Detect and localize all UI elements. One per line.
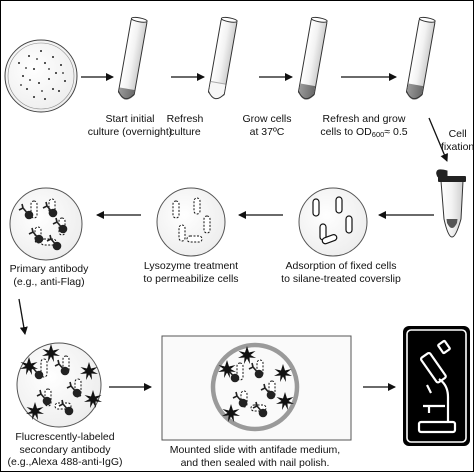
adsorption-dish-icon (298, 187, 368, 257)
label-primary-antibody: Primary antibody (e.g., anti-Flag) (9, 263, 89, 288)
arrow-9 (18, 298, 28, 335)
label-refresh-grow: Refresh and grow cells to OD600≈ 0.5 (320, 113, 408, 139)
label-start-culture: Start initial culture (overnight) (87, 113, 173, 138)
label-lysozyme: Lysozyme treatment to permeabilize cells (143, 260, 239, 285)
primary-antibody-dish-icon (9, 187, 83, 261)
test-tube-2-icon (208, 16, 238, 100)
arrow-5 (428, 117, 448, 162)
petri-dish-icon (4, 39, 78, 113)
microscope-icon (403, 326, 470, 446)
label-adsorption: Adsorption of fixed cells to silane-trea… (281, 260, 401, 285)
test-tube-1-icon (118, 16, 148, 100)
label-mounted-slide: Mounted slide with antifade medium, and … (169, 444, 341, 469)
secondary-antibody-dish-icon (16, 342, 102, 428)
label-secondary-antibody: Flucrescently-labeled secondary antibody… (7, 431, 123, 468)
label-cell-fixation: Cell fixation (441, 128, 474, 153)
label-refresh-culture: Refresh culture (166, 113, 204, 138)
mounted-slide-icon (161, 335, 352, 441)
label-grow-cells: Grow cells at 37ºC (242, 113, 292, 138)
lysozyme-dish-icon (156, 187, 226, 257)
eppendorf-tube-icon (436, 169, 466, 238)
test-tube-3-icon (298, 16, 328, 100)
test-tube-4-icon (406, 16, 436, 100)
